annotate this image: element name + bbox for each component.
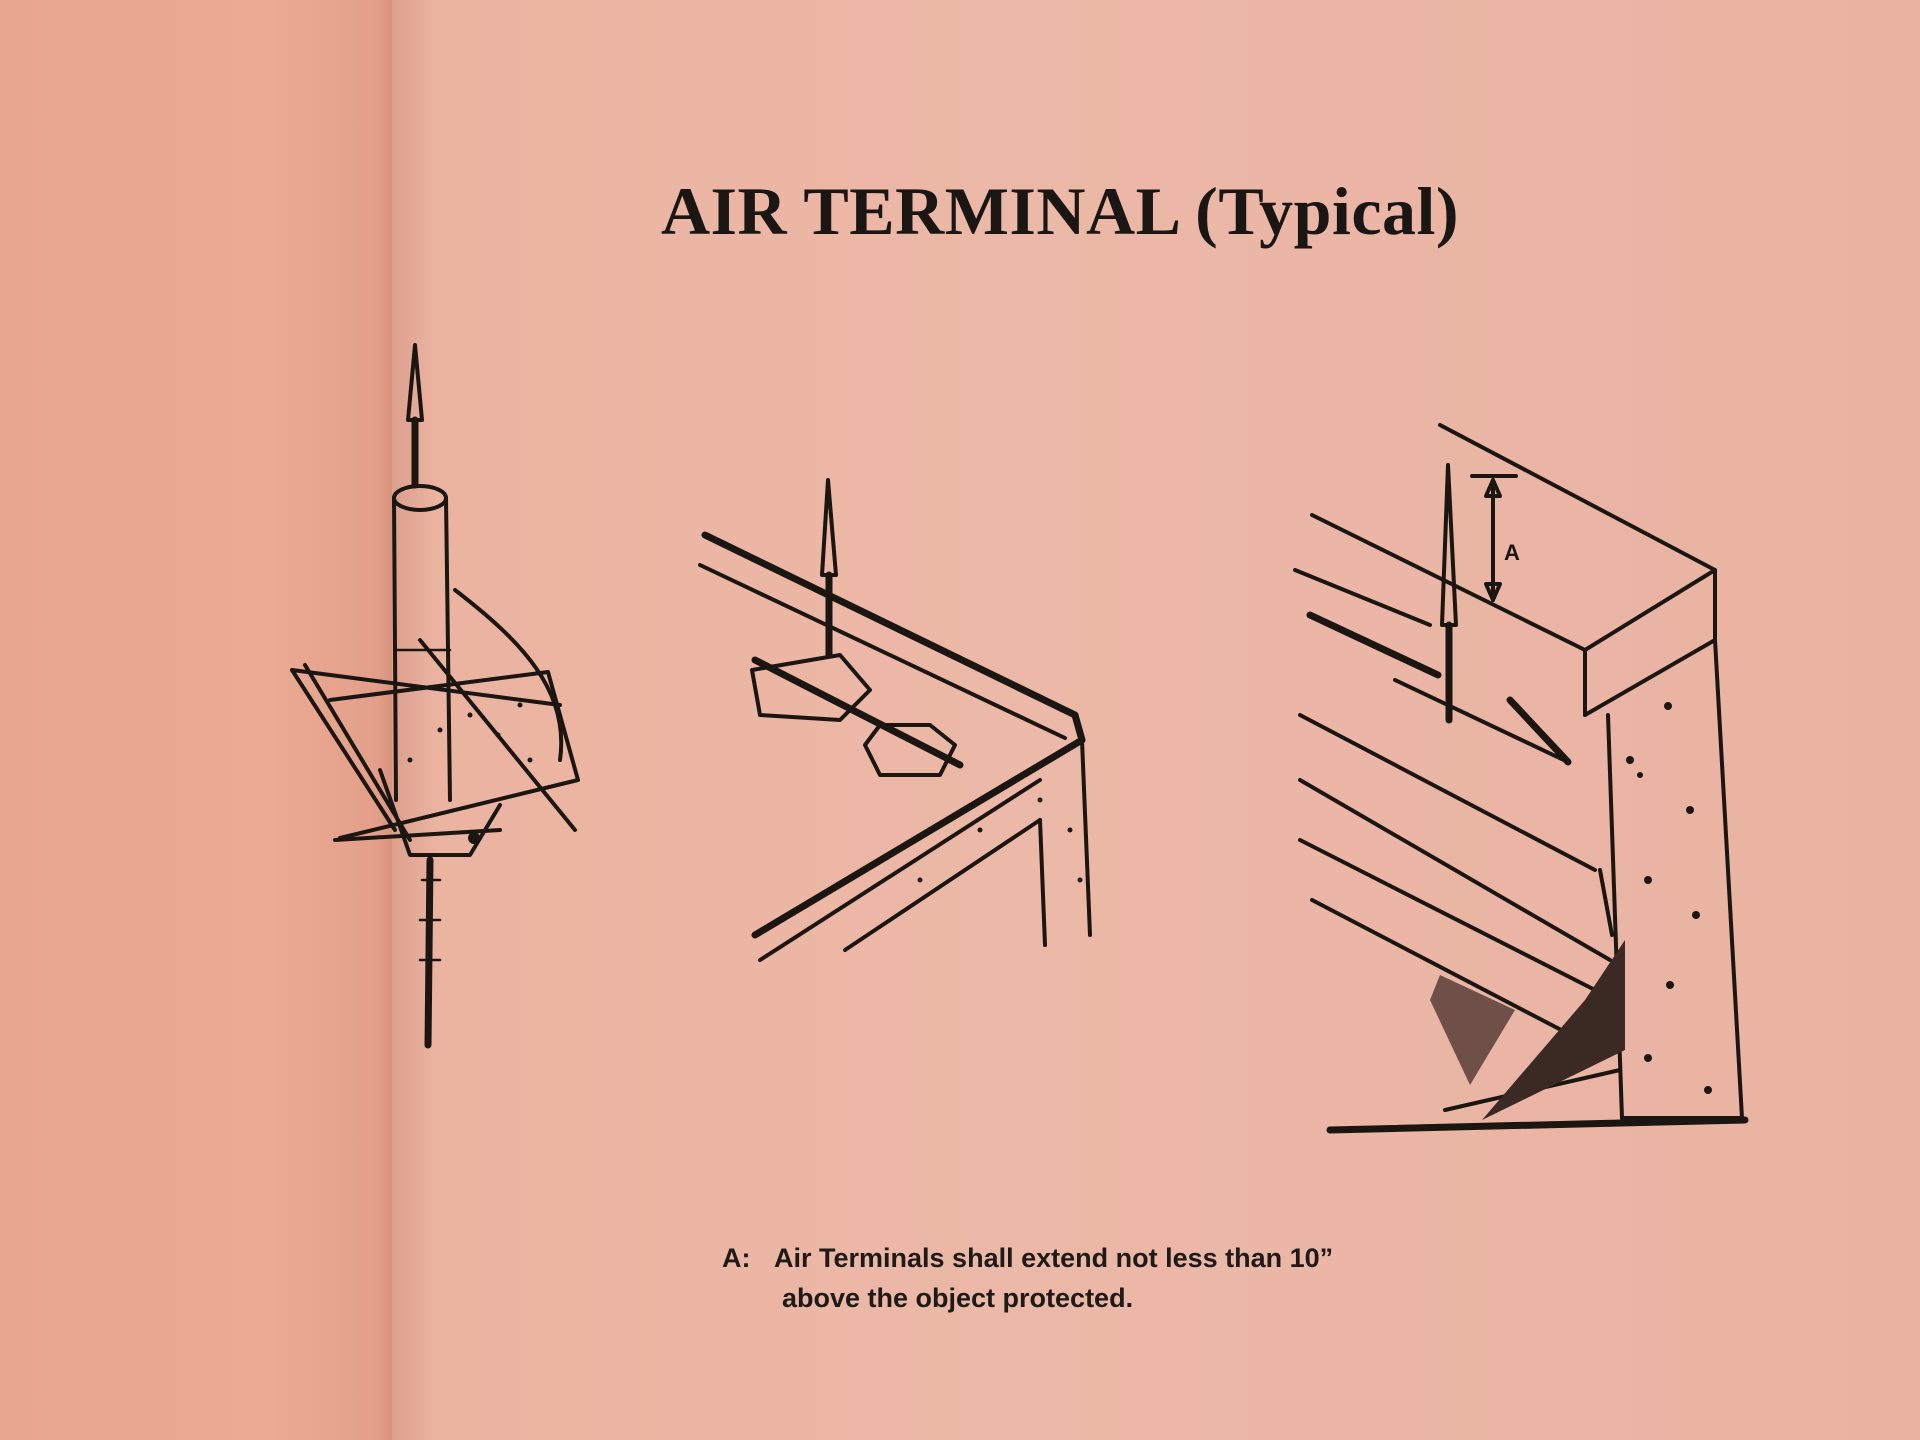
caption-key: A: [722, 1243, 751, 1273]
page-title: AIR TERMINAL (Typical) [660, 173, 1460, 249]
left-page [0, 0, 392, 1440]
parapet-wall-illustration: A [1293, 423, 1749, 1134]
caption-note: A: Air Terminals shall extend not less t… [722, 1238, 1522, 1318]
roof-edge-illustration [698, 478, 1092, 962]
caption-line-2: above the object protected. [782, 1283, 1134, 1313]
right-page [392, 0, 1920, 1440]
dimension-label-a: A [1504, 540, 1520, 565]
caption-line-1: Air Terminals shall extend not less than… [774, 1243, 1334, 1273]
air-terminal-base-illustration [290, 343, 580, 1049]
